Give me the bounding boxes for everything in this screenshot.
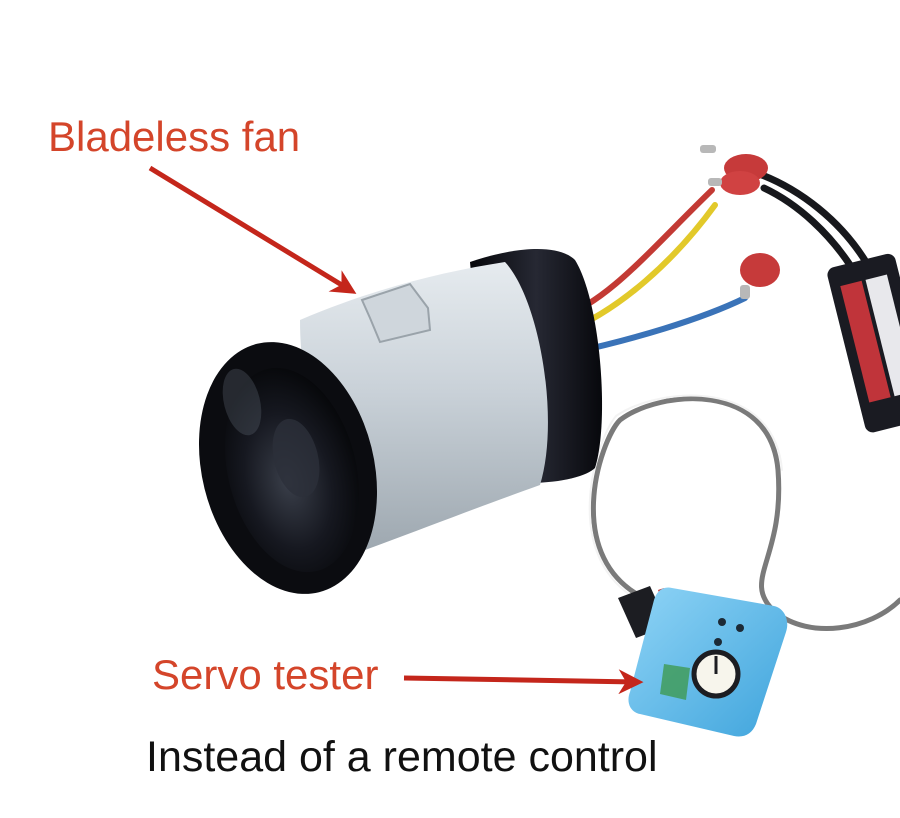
connector-lower: [740, 253, 780, 287]
arrow-icon: [403, 669, 644, 695]
servo-tester: [618, 586, 788, 737]
caption: Instead of a remote control: [146, 733, 658, 781]
servo-tester-label: Servo tester: [152, 651, 379, 698]
esc-wires: [758, 171, 870, 269]
servo-wire: [588, 394, 900, 631]
tester-led-3: [714, 638, 722, 646]
bladeless-fan-label: Bladeless fan: [48, 113, 301, 160]
esc-controller: [827, 253, 900, 433]
bullet-connectors: [700, 145, 780, 299]
mounting-clip: [360, 282, 432, 344]
tester-led-1: [718, 618, 726, 626]
arrow-icon: [148, 165, 357, 294]
connector-mid: [720, 171, 760, 195]
tester-led-2: [736, 624, 744, 632]
annotation-arrows: [148, 165, 644, 695]
bladeless-fan: [198, 248, 603, 594]
